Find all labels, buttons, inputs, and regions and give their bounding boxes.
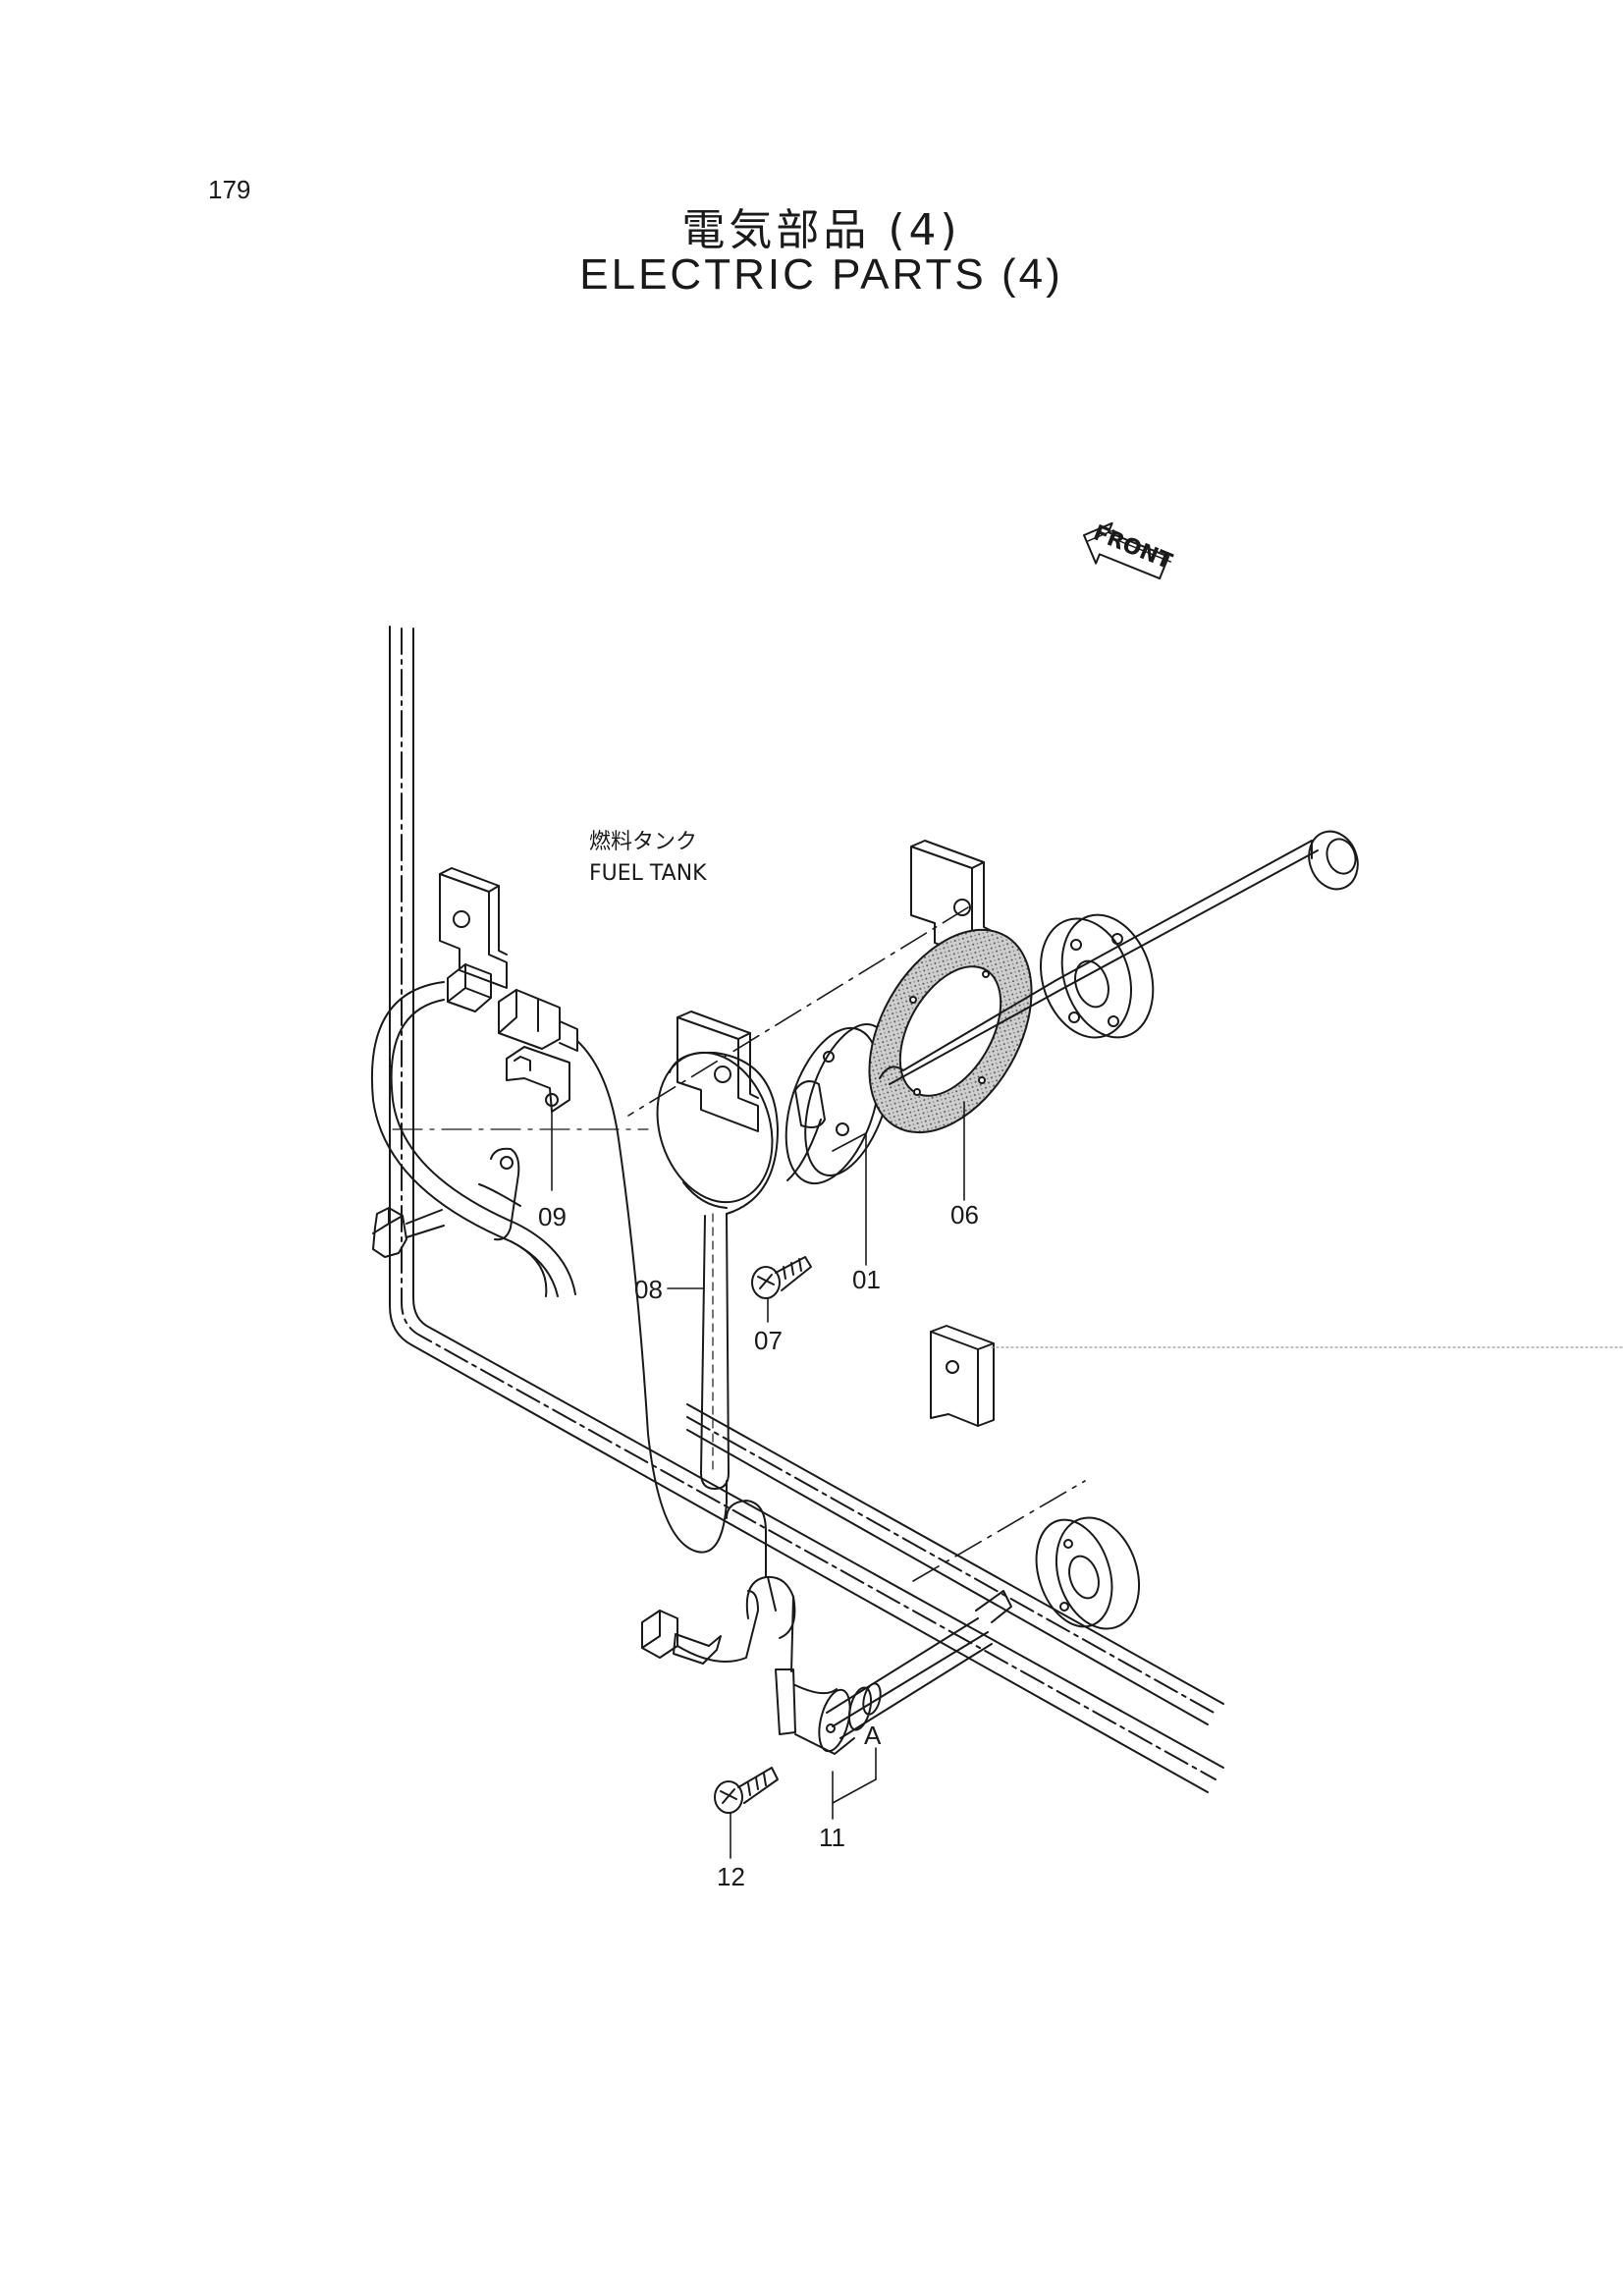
wire-clamp — [478, 1147, 521, 1241]
callout-01: 01 — [852, 1265, 881, 1294]
screw-left — [372, 1207, 445, 1258]
alignment-line-upper — [627, 906, 969, 1117]
bracket-lower — [930, 1325, 995, 1427]
sensor-assembly-11 — [641, 1500, 1012, 1755]
callout-06: 06 — [950, 1200, 979, 1230]
wire-harness — [371, 981, 576, 1297]
bolt-12 — [714, 1767, 779, 1814]
callout-a: A — [864, 1721, 882, 1750]
connector-upper-center — [498, 989, 578, 1052]
sender-wire — [576, 1040, 728, 1554]
fuel-tank-label-english: FUEL TANK — [589, 861, 707, 886]
fuel-sender-unit-08 — [656, 1051, 779, 1490]
callout-11: 11 — [819, 1823, 845, 1852]
float-ball — [1308, 830, 1359, 891]
tank-frame-rails — [389, 626, 1224, 1793]
connector-upper-left — [447, 963, 492, 1012]
tank-flange-ring-upper — [1039, 913, 1155, 1039]
alignment-line-lower — [912, 1480, 1086, 1582]
page-title-japanese: 電気部品 (4) — [681, 205, 961, 255]
bracket-center — [676, 1011, 759, 1132]
callout-12: 12 — [717, 1862, 745, 1891]
bolt-07 — [751, 1256, 812, 1299]
float-arm-rod — [879, 840, 1319, 1085]
fuel-tank-label-japanese: 燃料タンク — [589, 830, 697, 854]
callout-08: 08 — [634, 1275, 663, 1304]
page-title-english: ELECTRIC PARTS (4) — [579, 250, 1063, 299]
tank-flange-ring-lower — [1035, 1516, 1141, 1630]
bracket-upper-left — [439, 867, 508, 989]
terminal-clamp-09 — [506, 1046, 570, 1113]
callout-09: 09 — [538, 1202, 567, 1231]
page-number: 179 — [208, 175, 251, 204]
leader-lines — [551, 1101, 965, 1859]
front-arrow — [1083, 521, 1171, 580]
callout-07: 07 — [754, 1326, 783, 1355]
